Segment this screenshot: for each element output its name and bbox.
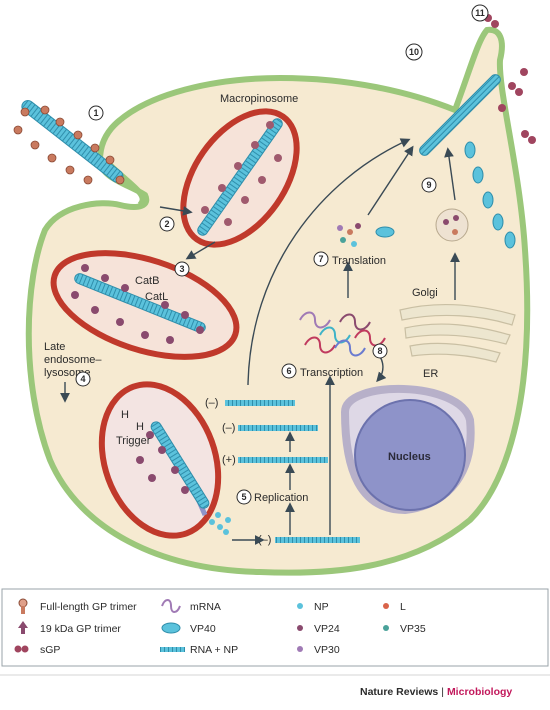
legend-np: NP [314, 601, 329, 613]
legend-rna-np-icon [160, 647, 185, 652]
journal-credit: Nature Reviews|Microbiology [360, 686, 513, 698]
legend: Full-length GP trimer 19 kDa GP trimer s… [1, 588, 549, 667]
label-late-2: endosome– [44, 354, 102, 366]
legend-vp30-icon [297, 646, 303, 652]
legend-gp19: 19 kDa GP trimer [40, 623, 121, 635]
fusion-compartment [98, 381, 231, 539]
step-2: 2 [164, 219, 169, 229]
step-7: 7 [318, 254, 323, 264]
legend-full-gp: Full-length GP trimer [40, 601, 137, 613]
label-late-1: Late [44, 341, 65, 353]
label-transcription: Transcription [300, 367, 363, 379]
legend-mrna-icon [161, 599, 181, 613]
budding-virion [419, 74, 516, 249]
legend-vp30: VP30 [314, 644, 340, 656]
step-markers: 1 2 3 4 5 6 7 8 9 10 11 [75, 4, 489, 505]
label-replication: Replication [254, 492, 308, 504]
step-3: 3 [179, 264, 184, 274]
label-nucleus: Nucleus [388, 451, 431, 463]
legend-full-gp-icon [18, 598, 28, 614]
macropinosome [180, 108, 300, 248]
label-trigger: Trigger [116, 435, 151, 447]
step-9: 9 [426, 180, 431, 190]
credit-section: Microbiology [446, 686, 513, 698]
strand-minus-top: (–) [205, 397, 218, 409]
rna-strands [225, 400, 360, 543]
legend-vp24-icon [297, 625, 303, 631]
golgi-vesicle [435, 208, 469, 242]
legend-np-icon [297, 603, 303, 609]
mrna-cluster [299, 311, 386, 357]
step-4: 4 [80, 374, 85, 384]
late-endosome [50, 250, 240, 360]
step-10: 10 [409, 47, 419, 57]
legend-vp40: VP40 [190, 623, 216, 635]
translation-products [337, 223, 395, 247]
label-catb: CatB [135, 275, 159, 287]
flow-arrows [60, 138, 460, 545]
label-catl: CatL [145, 291, 168, 303]
strand-minus-mid: (–) [222, 422, 235, 434]
legend-vp24: VP24 [314, 623, 340, 635]
legend-rna-np: RNA + NP [190, 644, 238, 656]
step-1: 1 [93, 108, 98, 118]
step-11: 11 [475, 8, 485, 18]
step-6: 6 [286, 366, 291, 376]
label-h-plus-1: H [121, 409, 129, 421]
step-8: 8 [377, 346, 382, 356]
legend-sgp: sGP [40, 644, 60, 656]
label-macropinosome: Macropinosome [220, 93, 298, 105]
legend-l-icon [383, 603, 389, 609]
virion-incoming [13, 100, 125, 185]
label-h-plus-2: H [136, 421, 144, 433]
sgp-particles [484, 14, 536, 144]
label-er: ER [423, 368, 438, 380]
step-5: 5 [241, 492, 246, 502]
label-golgi: Golgi [412, 287, 438, 299]
label-translation: Translation [332, 255, 386, 267]
legend-gp19-icon [18, 621, 28, 634]
golgi-apparatus [399, 303, 516, 363]
legend-vp35-icon [383, 625, 389, 631]
legend-mrna: mRNA [190, 601, 221, 613]
strand-plus: (+) [222, 454, 236, 466]
legend-l: L [400, 601, 406, 613]
nucleus [354, 399, 466, 511]
legend-vp40-icon [161, 622, 181, 634]
credit-journal: Nature Reviews [360, 686, 439, 698]
legend-sgp-icon [14, 645, 29, 653]
legend-vp35: VP35 [400, 623, 426, 635]
